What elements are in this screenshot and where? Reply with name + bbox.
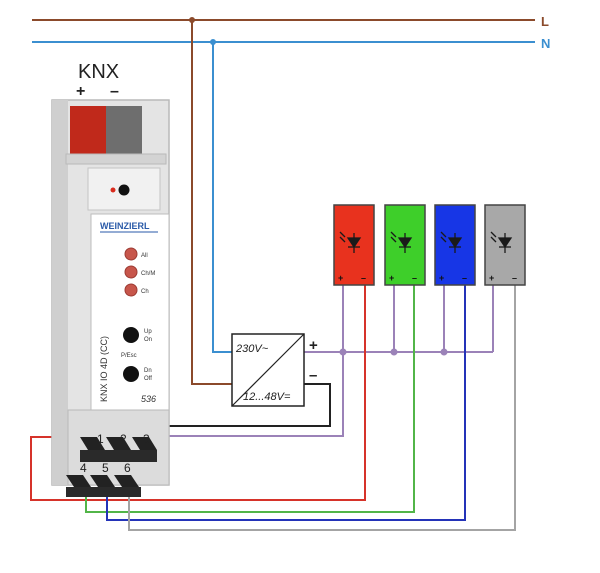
power-supply: 230V~ 12...48V= + –	[231, 333, 318, 407]
terminal-3-label: 3	[143, 432, 150, 446]
terminal-screw	[106, 437, 131, 450]
number-label: 536	[141, 394, 156, 404]
psu-output-label: 12...48V=	[243, 391, 291, 403]
terminal-screw	[114, 475, 139, 487]
dn-label: Dn	[144, 368, 152, 374]
terminal-screw	[90, 475, 115, 487]
psu-diagonal	[231, 333, 305, 407]
on-label: On	[144, 337, 152, 343]
status-led-icon	[124, 247, 138, 261]
red-minus-wire	[30, 285, 366, 501]
psu-input-label: 230V~	[235, 343, 269, 355]
n-to-psu-wire	[212, 42, 232, 353]
junction-dot	[440, 348, 448, 356]
terminal-bottom-row	[66, 487, 141, 497]
knx-io-device: WEINZIERL All Ch/M Ch Up On P/Esc Dn Off…	[51, 99, 170, 497]
led-minus-label: –	[512, 273, 517, 283]
gray-minus-wire	[128, 285, 516, 531]
l-to-psu-wire	[191, 20, 232, 385]
led-symbol-icon	[339, 231, 362, 253]
led-module-green: + –	[384, 204, 426, 286]
status-led-icon	[124, 283, 138, 297]
psu-minus-label: –	[309, 367, 317, 384]
led-plus-label: +	[389, 273, 394, 283]
led-label-ch: Ch	[141, 289, 149, 295]
bus-plus-connector	[70, 106, 106, 154]
l-label: L	[541, 14, 549, 29]
terminal-screw	[132, 437, 157, 450]
led-plus-label: +	[439, 273, 444, 283]
common-to-terminal-3-wire	[153, 352, 344, 437]
led-minus-label: –	[412, 273, 417, 283]
device-side	[52, 100, 68, 485]
junction-dot	[390, 348, 398, 356]
n-label: N	[541, 36, 550, 51]
led-module-blue: + –	[434, 204, 476, 286]
led-label-chm: Ch/M	[141, 271, 155, 277]
off-label: Off	[144, 376, 152, 382]
blue-minus-wire	[106, 285, 466, 521]
down-button[interactable]	[123, 366, 139, 382]
terminal-4-label: 4	[80, 461, 87, 475]
terminal-6-label: 6	[124, 461, 131, 475]
led-symbol-icon	[390, 231, 413, 253]
terminal-screw	[80, 437, 105, 450]
led-plus-label: +	[489, 273, 494, 283]
psu-plus-label: +	[309, 337, 318, 354]
pesc-label: P/Esc	[121, 353, 137, 359]
terminal-1-label: 1	[97, 432, 104, 446]
led-plus-label: +	[338, 273, 343, 283]
model-label: KNX IO 4D (CC)	[99, 336, 109, 402]
led-module-red: + –	[333, 204, 375, 286]
up-button[interactable]	[123, 327, 139, 343]
green-minus-wire	[85, 285, 415, 513]
knx-label: KNX	[78, 61, 119, 83]
brand-label: WEINZIERL	[100, 221, 150, 231]
status-led-icon	[124, 265, 138, 279]
led-minus-label: –	[361, 273, 366, 283]
prog-button[interactable]	[118, 184, 130, 196]
prog-led-icon	[110, 187, 116, 193]
bus-minus-label: –	[110, 83, 119, 100]
led-symbol-icon	[490, 231, 513, 253]
terminal-screw	[66, 475, 91, 487]
terminal-2-label: 2	[120, 432, 127, 446]
bus-plus-label: +	[76, 83, 85, 100]
terminal-5-label: 5	[102, 461, 109, 475]
led-label-all: All	[141, 253, 148, 259]
terminal-top-row	[80, 450, 157, 462]
led-symbol-icon	[440, 231, 463, 253]
up-label: Up	[144, 329, 152, 335]
led-minus-label: –	[462, 273, 467, 283]
device-rib	[65, 153, 167, 165]
led-module-gray: + –	[484, 204, 526, 286]
bus-minus-connector	[106, 106, 142, 154]
